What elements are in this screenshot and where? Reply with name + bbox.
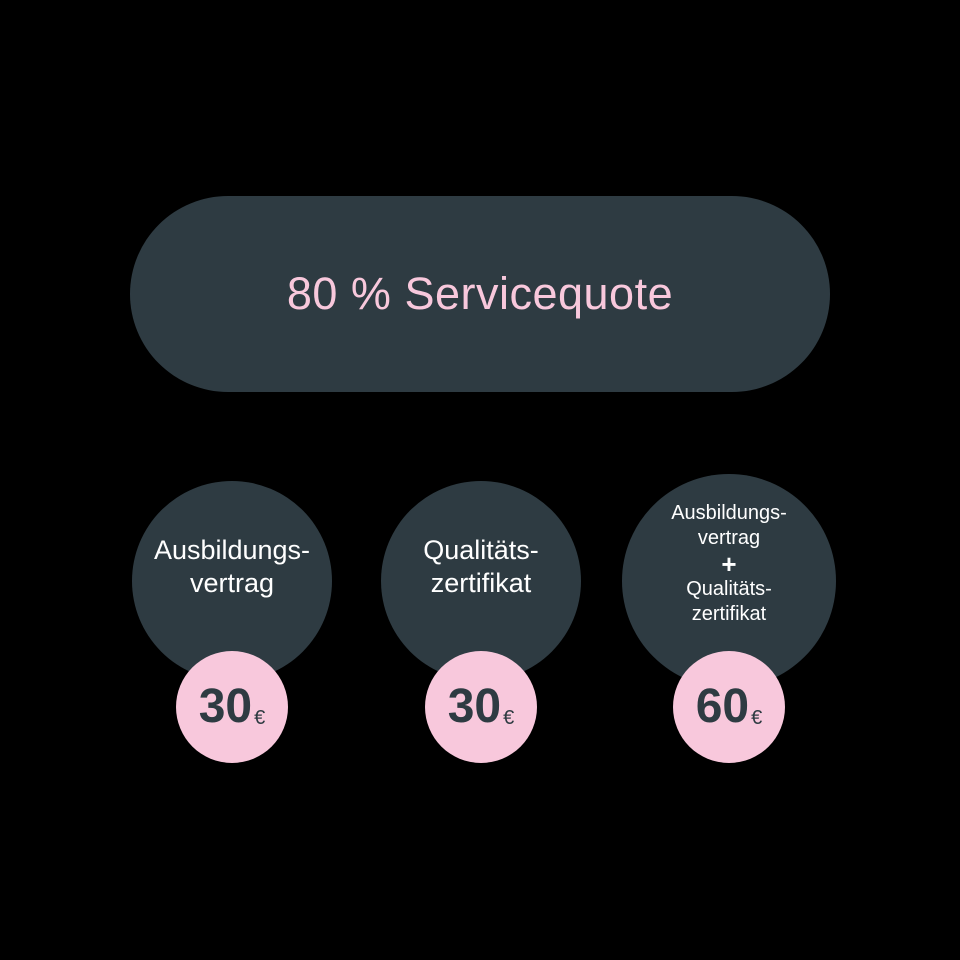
title-line: Qualitäts- xyxy=(423,535,539,565)
price-value: 30 xyxy=(447,680,502,733)
euro-sign: € xyxy=(254,707,266,729)
option-circle-ausbildungsvertrag: Ausbildungs- vertrag xyxy=(132,481,332,681)
servicequote-label: 80 % Servicequote xyxy=(286,268,674,319)
title-line: zertifikat xyxy=(691,603,767,625)
title-line: Qualitäts- xyxy=(686,578,772,600)
option-title: Qualitäts- zertifikat xyxy=(423,534,539,628)
plus-sign: + xyxy=(721,549,737,579)
title-line: vertrag xyxy=(189,568,275,598)
price-badge-qualitaetszertifikat: 30 € xyxy=(425,651,537,763)
title-line: vertrag xyxy=(697,527,761,549)
option-circle-qualitaetszertifikat: Qualitäts- zertifikat xyxy=(381,481,581,681)
euro-sign: € xyxy=(503,707,515,729)
servicequote-banner: 80 % Servicequote xyxy=(130,196,830,392)
price-value: 30 xyxy=(198,680,253,733)
title-line: Ausbildungs- xyxy=(671,502,787,524)
option-circle-kombi: Ausbildungs- vertrag + Qualitäts- zertif… xyxy=(622,474,836,688)
option-ausbildungsvertrag: Ausbildungs- vertrag 30 € xyxy=(112,474,352,774)
option-title: Ausbildungs- vertrag xyxy=(154,534,310,628)
option-title: Ausbildungs- vertrag + Qualitäts- zertif… xyxy=(671,501,787,661)
option-kombi: Ausbildungs- vertrag + Qualitäts- zertif… xyxy=(609,474,849,774)
title-line: Ausbildungs- xyxy=(153,535,311,565)
euro-sign: € xyxy=(751,707,763,729)
price-badge-ausbildungsvertrag: 30 € xyxy=(176,651,288,763)
option-qualitaetszertifikat: Qualitäts- zertifikat 30 € xyxy=(361,474,601,774)
title-line: zertifikat xyxy=(430,568,532,598)
price-badge-kombi: 60 € xyxy=(673,651,785,763)
price-value: 60 xyxy=(695,680,750,733)
